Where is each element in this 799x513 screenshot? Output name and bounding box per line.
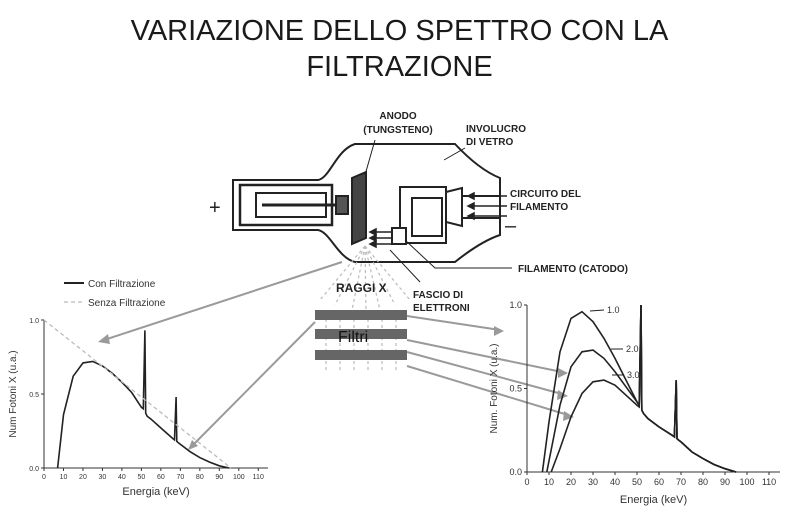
connector-arrows [103, 261, 569, 447]
x-axis-label: Energia (keV) [620, 494, 687, 506]
filter-plate-3 [315, 350, 407, 360]
anode-plus-sign: + [209, 197, 221, 219]
xrays-label: RAGGI X [336, 281, 387, 295]
x-tick-label: 60 [157, 474, 165, 481]
electron-beam-label-2: ELETTRONI [413, 303, 470, 314]
filter-plate-2 [315, 329, 407, 339]
x-tick-label: 110 [762, 477, 776, 487]
filament-circuit-arrows [466, 191, 507, 221]
leader-lines [364, 139, 512, 283]
slide-title-line-1: VARIAZIONE DELLO SPETTRO CON LA [130, 15, 669, 47]
x-tick-label: 30 [588, 477, 598, 487]
series-annotation-label-3: 3.0 [627, 370, 640, 380]
electron-beam-label-1: FASCIO DI [413, 290, 463, 301]
x-axis-label: Energia (keV) [122, 486, 189, 498]
slide-title-line-2: FILTRAZIONE [306, 51, 493, 83]
x-tick-label: 30 [99, 474, 107, 481]
anode-stem [335, 195, 349, 215]
legend-label-con-filtrazione: Con Filtrazione [88, 279, 156, 290]
y-tick-label: 1.0 [509, 300, 522, 310]
electron-beam-arrows [368, 227, 392, 249]
series-line-2 [43, 319, 232, 469]
series-annotation-leader-1 [589, 309, 605, 312]
x-tick-label: 10 [60, 474, 68, 481]
y-axis-label: Num. Fotoni X (u.a.) [489, 343, 500, 433]
x-tick-label: 50 [137, 474, 145, 481]
filters-stack [315, 310, 407, 372]
envelope-label-2: DI VETRO [466, 137, 513, 148]
anode-material-label: (TUNGSTENO) [363, 125, 432, 136]
x-tick-label: 40 [610, 477, 620, 487]
filament-label: FILAMENTO (CATODO) [518, 264, 628, 275]
x-tick-label: 100 [233, 474, 245, 481]
filters-label: Filtri [338, 329, 368, 346]
circuit-label-1: CIRCUITO DEL [510, 189, 581, 200]
x-tick-label: 100 [739, 477, 754, 487]
x-tick-label: 60 [654, 477, 664, 487]
x-tick-label: 10 [544, 477, 554, 487]
x-tick-label: 0 [42, 474, 46, 481]
anode-label: ANODO [379, 111, 416, 122]
y-axis-label: Num Fotoni X (u.a.) [8, 350, 19, 437]
series-line-1 [56, 330, 230, 469]
glass-envelope [232, 143, 501, 263]
filter-plate-1 [315, 310, 407, 320]
y-tick-label: 0.0 [509, 467, 522, 477]
x-tick-label: 80 [698, 477, 708, 487]
x-tick-label: 110 [253, 474, 264, 481]
envelope-label-1: INVOLUCRO [466, 124, 526, 135]
x-tick-label: 70 [676, 477, 686, 487]
x-tick-label: 90 [720, 477, 730, 487]
series-annotation-label-2: 2.0 [626, 344, 639, 354]
x-tick-label: 70 [176, 474, 184, 481]
y-tick-label: 1.0 [29, 318, 39, 325]
xray-tube [232, 143, 501, 263]
y-tick-label: 0.5 [509, 384, 522, 394]
xray-emission [319, 245, 411, 313]
series-line-3 [550, 304, 737, 473]
y-tick-label: 0.0 [29, 466, 39, 473]
x-tick-label: 20 [566, 477, 576, 487]
x-tick-label: 80 [196, 474, 204, 481]
left-spectrum-chart: 0 10 20 30 40 50 60 70 80 90 100 110 0.0 0.5 1.0Energi… [8, 279, 268, 498]
connector-arrowheads [98, 326, 574, 450]
series-annotation-label-1: 1.0 [607, 305, 620, 315]
x-tick-label: 0 [524, 477, 529, 487]
y-tick-label: 0.5 [29, 392, 39, 399]
cathode-minus-sign: – [505, 215, 517, 237]
x-tick-label: 20 [79, 474, 87, 481]
x-tick-label: 50 [632, 477, 642, 487]
right-spectrum-chart: 0 10 20 30 40 50 60 70 80 90 100 110 0.0 0.5 1.0Energi… [489, 300, 780, 506]
filament-cup [391, 227, 407, 245]
legend-label-senza-filtrazione: Senza Filtrazione [88, 298, 166, 309]
anode-target [351, 170, 367, 246]
x-tick-label: 90 [215, 474, 223, 481]
circuit-label-2: FILAMENTO [510, 202, 568, 213]
x-tick-label: 40 [118, 474, 126, 481]
